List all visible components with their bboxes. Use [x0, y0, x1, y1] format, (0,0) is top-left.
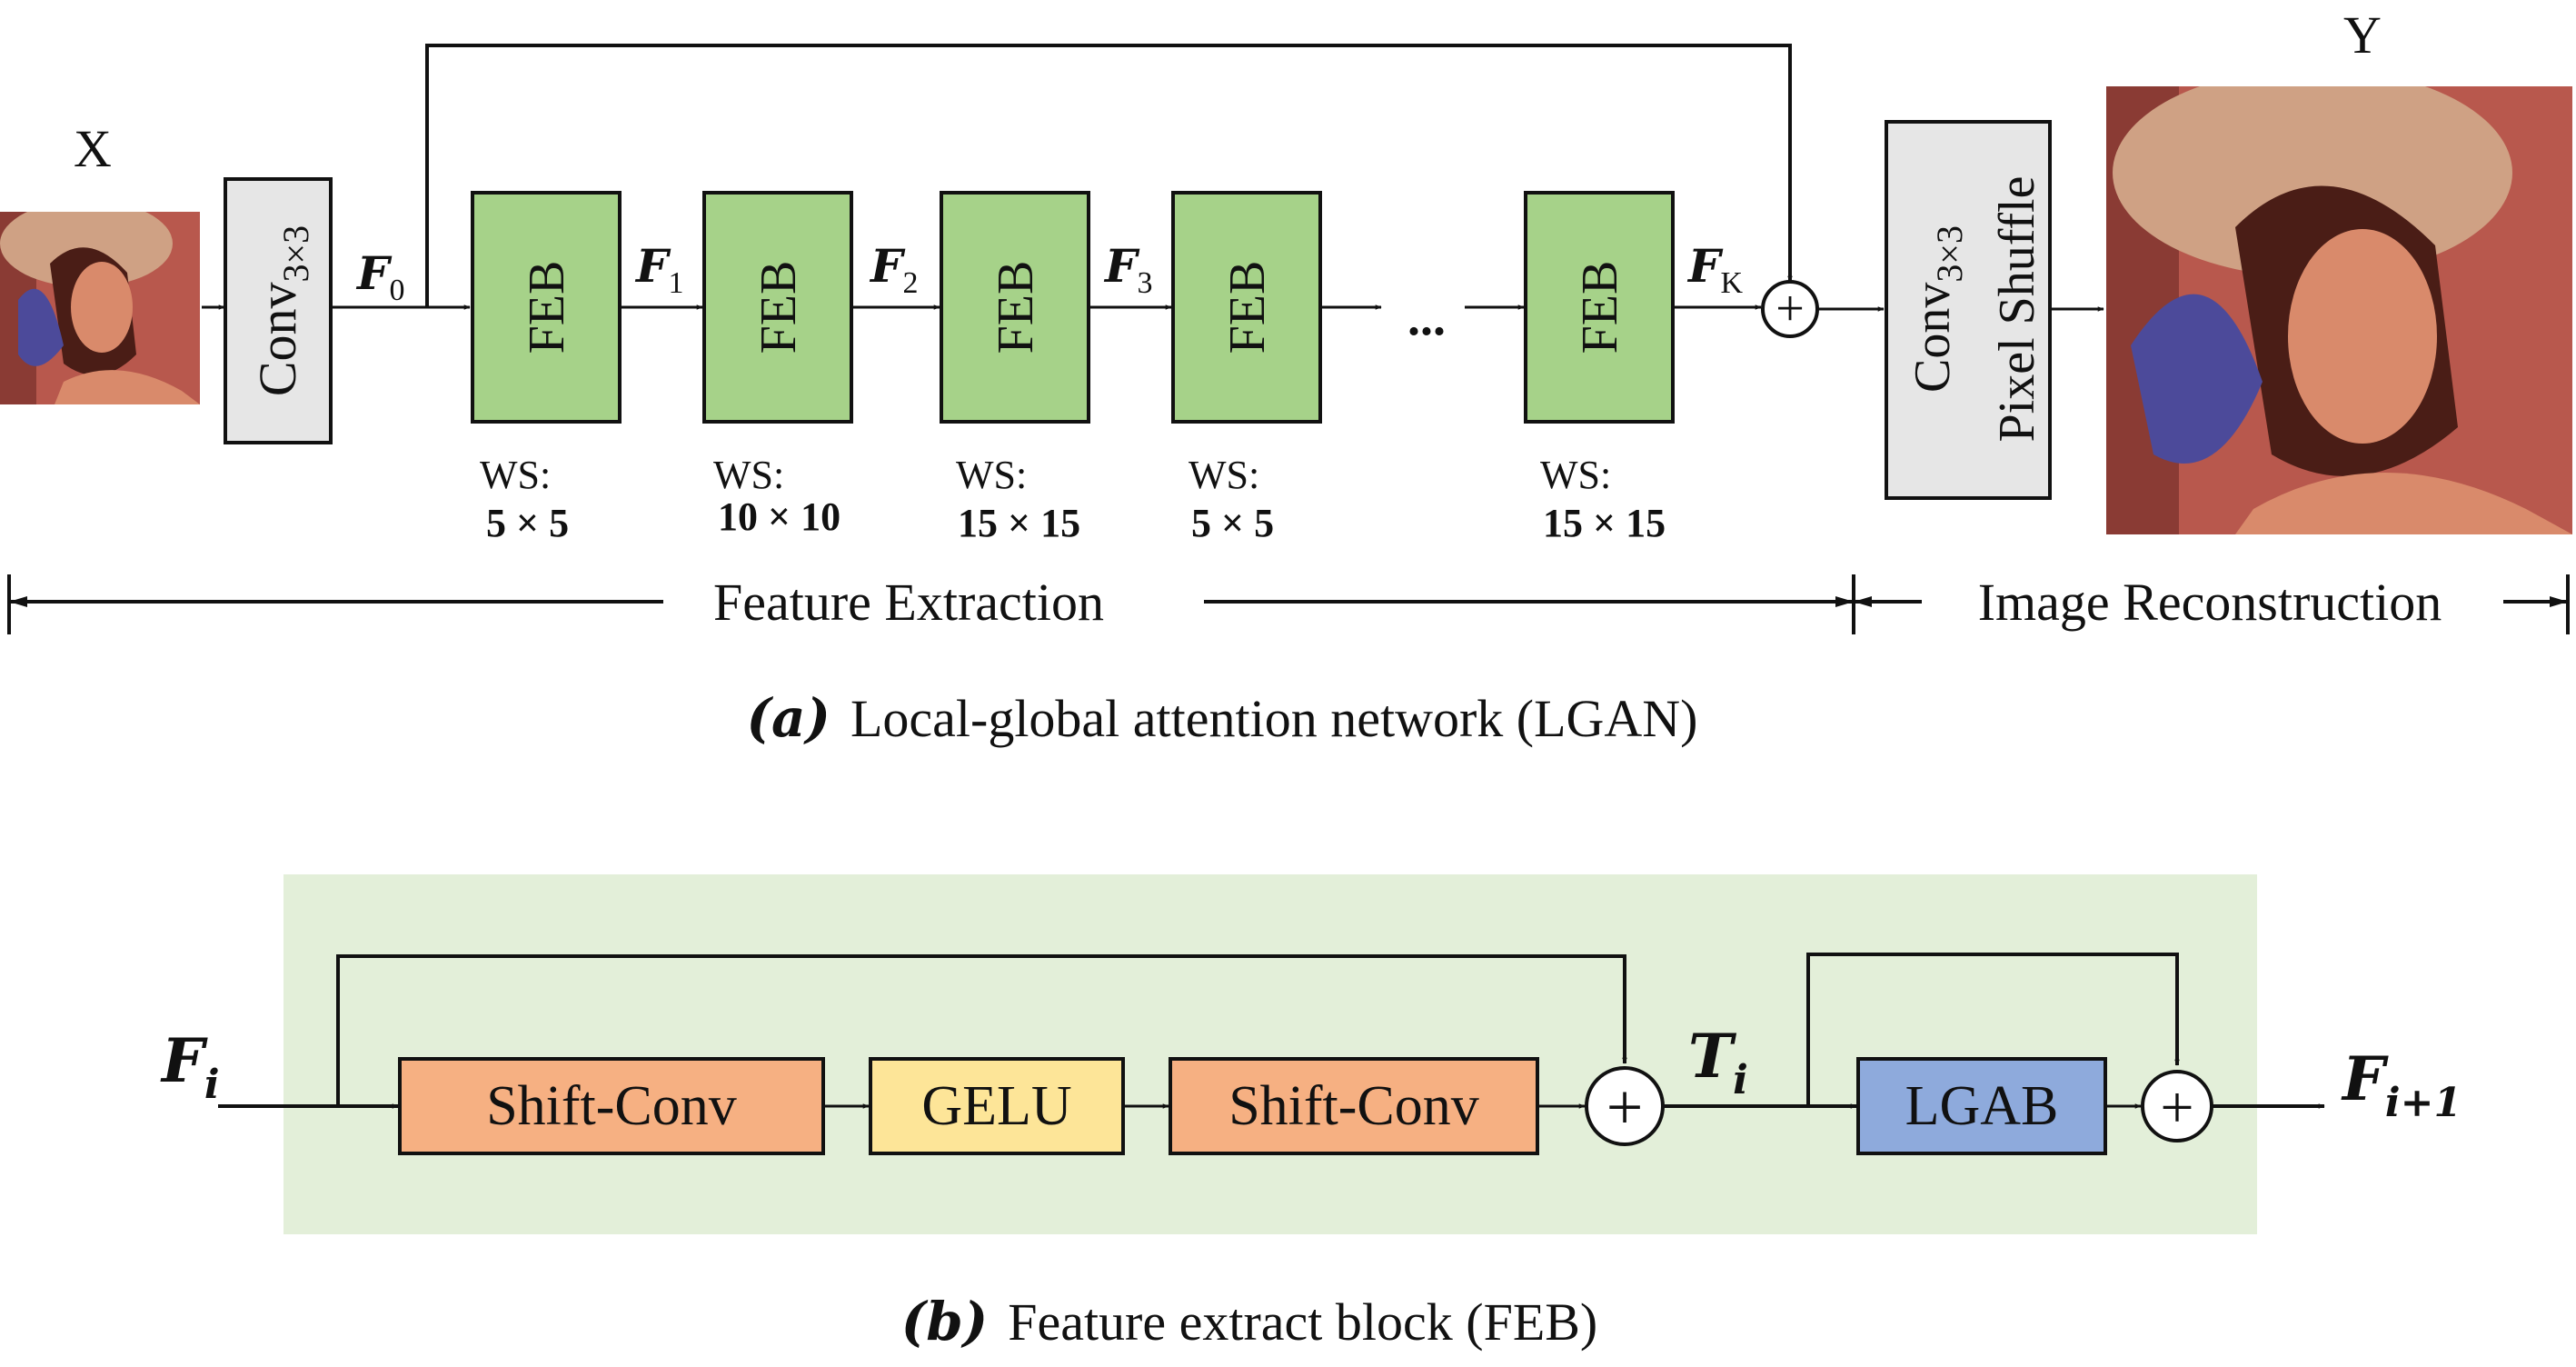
- feb-input-label: Fi: [160, 1025, 220, 1108]
- feb-sum-symbol-1: +: [1606, 1071, 1644, 1143]
- lgab-label: LGAB: [1905, 1075, 2059, 1137]
- feb-label-1: FEB: [519, 261, 575, 354]
- feb-ws-value-1: 5 × 5: [486, 501, 569, 545]
- feb-ws-value-3: 15 × 15: [958, 501, 1080, 545]
- ellipsis: ...: [1407, 290, 1446, 346]
- feb-residual-skip-1: [336, 954, 1627, 1106]
- output-label-y: Y: [2343, 5, 2382, 65]
- feb-label-3: FEB: [988, 261, 1044, 354]
- gelu-block: [869, 1057, 1125, 1155]
- feb-residual-skip-2: [1806, 953, 2180, 1106]
- feb-ws-title-4: WS:: [1189, 453, 1259, 497]
- feb-ws-value-4: 5 × 5: [1191, 501, 1274, 545]
- feature-label-f2: F2: [869, 239, 919, 300]
- sum-symbol-global: +: [1775, 281, 1805, 337]
- feb-sum-symbol-2: +: [2160, 1074, 2193, 1141]
- reconstruction-pixel-shuffle-label: Pixel Shuffle: [1989, 176, 2045, 443]
- caption-b: (b)Feature extract block (FEB): [901, 1291, 1598, 1352]
- feature-label-fk: FK: [1686, 239, 1744, 300]
- feb-detail-background: [283, 874, 2257, 1234]
- feb-ws-value-k: 15 × 15: [1543, 501, 1666, 545]
- panel-a: X Conv3×3 F0 F1 F2 F3 FK FEB WS: 5 × 5: [0, 5, 2572, 749]
- input-label-x: X: [74, 119, 112, 178]
- lgab-block: [1856, 1057, 2107, 1155]
- panel-b: Fi Shift-Conv GELU Shift-Conv + Ti LGAB …: [160, 874, 2462, 1352]
- feb-ws-title-k: WS:: [1540, 453, 1611, 497]
- gelu-label: GELU: [921, 1075, 1071, 1137]
- feature-label-f0: F0: [355, 246, 405, 307]
- feb-label-4: FEB: [1219, 261, 1276, 354]
- stage-feature-extraction: Feature Extraction: [713, 573, 1104, 632]
- shift-conv-label-1: Shift-Conv: [486, 1075, 737, 1137]
- feb-block-4: [1171, 191, 1322, 424]
- feb-label-2: FEB: [751, 261, 807, 354]
- feb-ws-value-2: 10 × 10: [718, 494, 840, 539]
- input-image: [0, 212, 200, 404]
- feature-label-f1: F1: [634, 239, 684, 300]
- caption-a: (a)Local-global attention network (LGAN): [747, 687, 1698, 749]
- output-image: [2106, 86, 2572, 534]
- feb-block-2: [702, 191, 853, 424]
- feb-block-3: [940, 191, 1090, 424]
- feature-label-f3: F3: [1103, 239, 1153, 300]
- reconstruction-conv-label: Conv3×3: [1905, 225, 1970, 393]
- shift-conv-label-2: Shift-Conv: [1228, 1075, 1479, 1137]
- feb-intermediate-label: Ti: [1688, 1021, 1748, 1103]
- stage-image-reconstruction: Image Reconstruction: [1978, 573, 2442, 632]
- feb-ws-title-3: WS:: [956, 453, 1027, 497]
- feb-label-k: FEB: [1572, 261, 1628, 354]
- feb-ws-title-2: WS:: [713, 453, 784, 497]
- feb-output-label: Fi+1: [2341, 1043, 2462, 1126]
- conv-in-block: [224, 177, 333, 444]
- conv-in-label: Conv3×3: [248, 225, 316, 396]
- feb-ws-title-1: WS:: [480, 453, 551, 497]
- global-skip-connection: [425, 44, 1793, 307]
